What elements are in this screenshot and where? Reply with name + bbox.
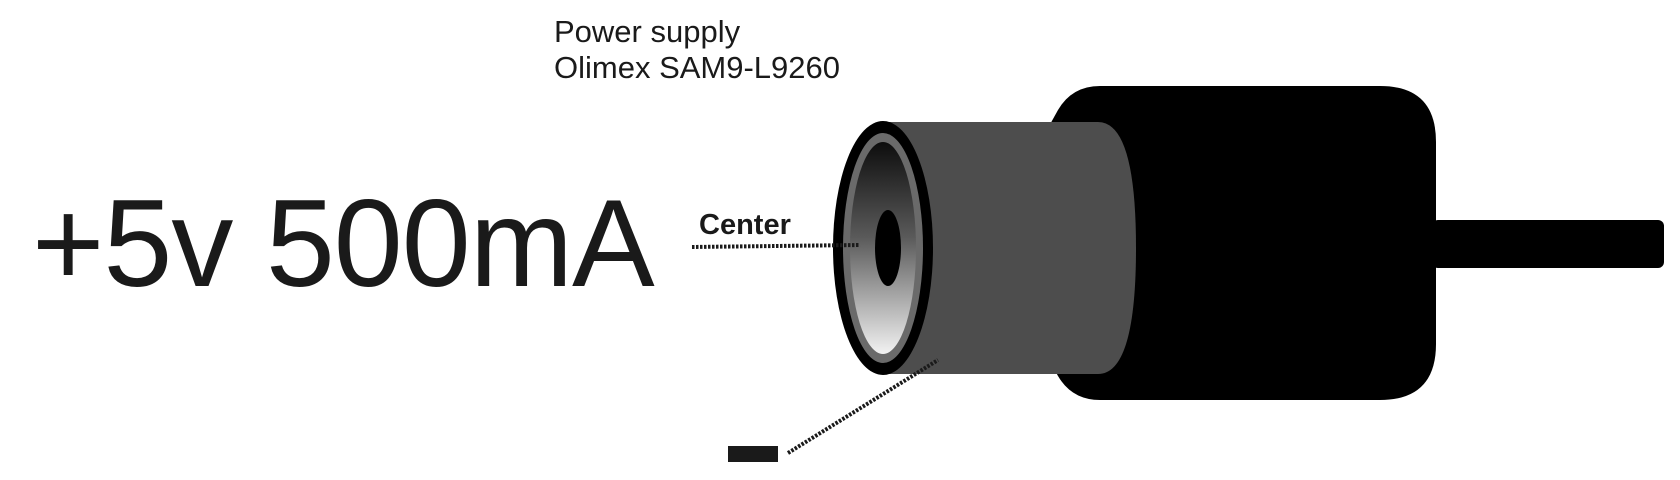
title-line-2: Olimex SAM9-L9260	[554, 50, 841, 85]
title-line-1: Power supply	[554, 14, 741, 49]
center-polarity-label: Center	[699, 209, 791, 241]
title-block: Power supply Olimex SAM9-L9260	[554, 14, 840, 86]
plug-cable	[1432, 220, 1664, 268]
plug-tip-face	[833, 121, 933, 375]
plug-sleeve	[880, 122, 1136, 374]
power-rating-label: +5v 500mA	[32, 175, 655, 313]
center-pin-hole	[875, 210, 901, 286]
center-leader-line	[691, 243, 861, 249]
minus-leader-line	[786, 358, 940, 455]
minus-sign-icon	[728, 446, 778, 462]
plug-body	[1048, 86, 1436, 400]
